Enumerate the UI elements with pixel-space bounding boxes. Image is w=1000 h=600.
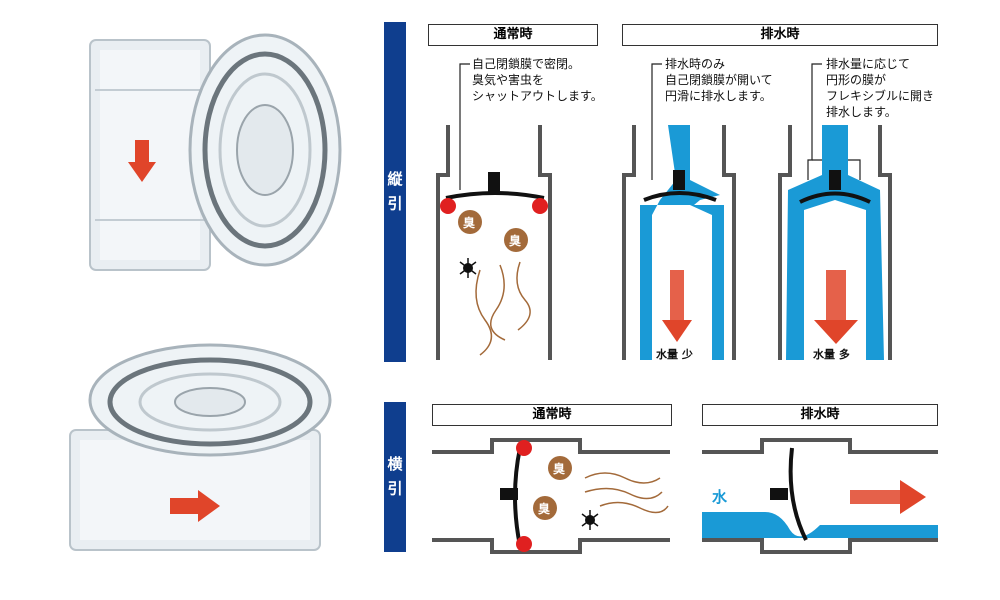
horizontal-odor-label-2: 臭 [538,502,551,516]
vertical-drain-small-diagram [622,125,736,360]
horizontal-drain-diagram [702,438,938,554]
vertical-odor-label-2: 臭 [509,234,522,248]
vertical-normal-header: 通常時 [428,24,598,46]
horizontal-normal-diagram [432,438,670,554]
vertical-drain-header: 排水時 [622,24,938,46]
vertical-drain-note-left: 排水時のみ 自己閉鎖膜が開いて 円滑に排水します。 [665,57,773,103]
horizontal-side-label: 横 引 [385,456,404,498]
product-photo-horizontal [69,343,332,551]
flow-large-label: 水量 多 [813,348,850,361]
vertical-side-label: 縦 引 [385,171,404,213]
horizontal-drain-header: 排水時 [702,404,938,426]
vertical-normal-diagram [436,125,552,360]
horizontal-water-label: 水 [712,488,728,506]
vertical-water-label-large: 水 [826,238,842,256]
vertical-normal-note: 自己閉鎖膜で密閉。 臭気や害虫を シャットアウトします。 [472,57,603,103]
horizontal-normal-header: 通常時 [432,404,672,426]
product-photo-vertical [89,33,342,271]
vertical-odor-label-1: 臭 [463,216,476,230]
vertical-water-label-small: 水 [667,238,683,256]
vertical-drain-note-right: 排水量に応じて 円形の膜が フレキシブルに開き 排水します。 [826,57,935,119]
flow-small-label: 水量 少 [656,348,693,361]
vertical-side-tag: 縦 引 [384,22,406,362]
horizontal-side-tag: 横 引 [384,402,406,552]
horizontal-odor-label-1: 臭 [553,462,566,476]
vertical-drain-large-diagram [778,125,892,360]
